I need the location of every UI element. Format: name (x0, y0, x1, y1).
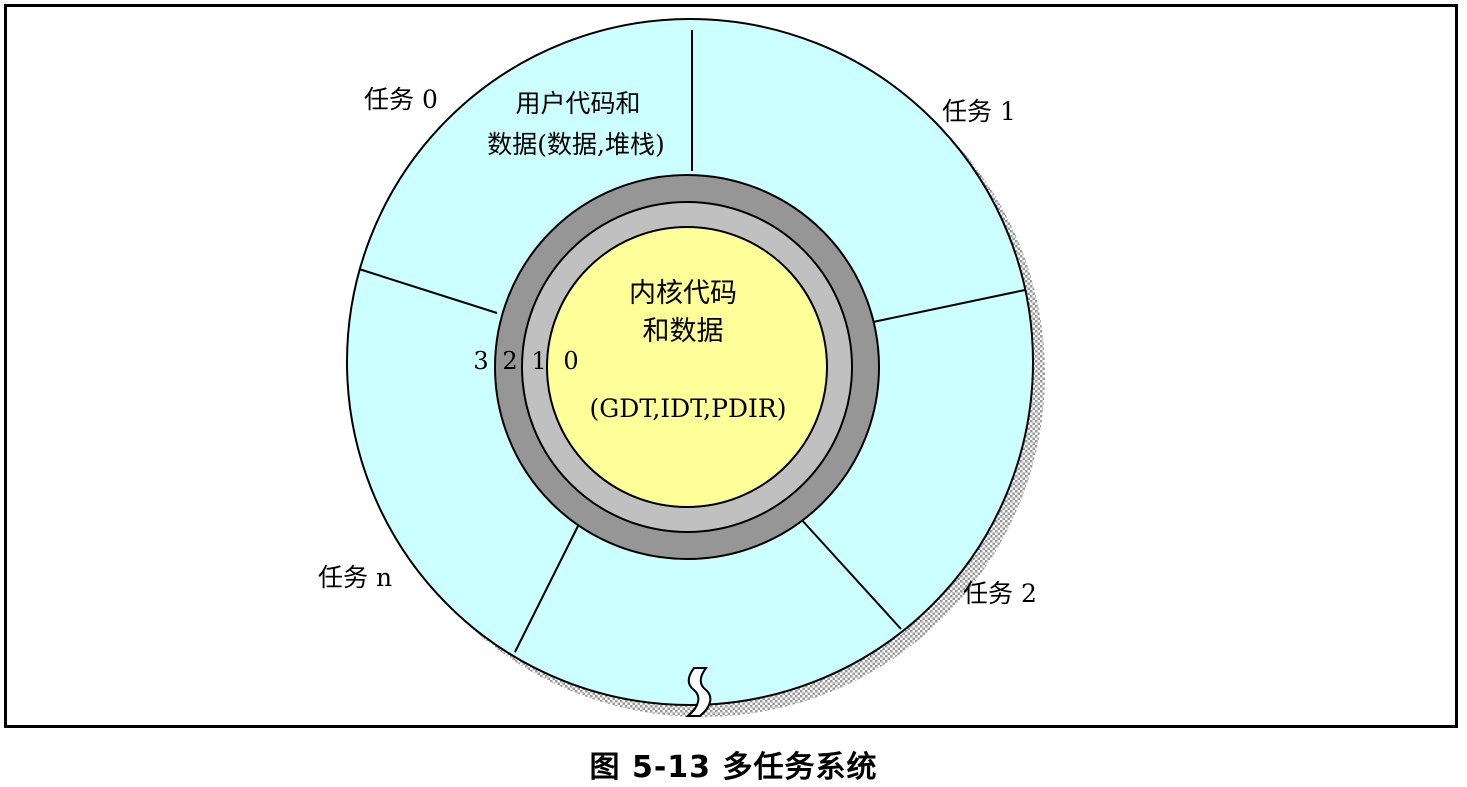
ring-number-1: 1 (531, 347, 546, 375)
divider-taskn-task0 (358, 268, 498, 314)
task-1-label: 任务 1 (942, 97, 1016, 126)
ring-number-3: 3 (473, 347, 488, 375)
kernel-core (546, 226, 828, 508)
divider-task2-gap (799, 517, 902, 630)
kernel-label-line1: 内核代码 (629, 278, 737, 309)
ring-number-0: 0 (563, 347, 578, 375)
figure-caption: 图 5-13 多任务系统 (589, 750, 878, 785)
kernel-label-line2: 和数据 (643, 316, 724, 347)
multitask-ring-diagram: 任务 0 任务 1 任务 2 任务 n 用户代码和 数据(数据,堆栈) 内核代码… (318, 18, 1045, 717)
divider-task1-task2 (872, 289, 1026, 323)
divider-gap-taskn (514, 525, 579, 653)
user-space-label-line2: 数据(数据,堆栈) (487, 130, 664, 159)
break-mark (685, 667, 712, 717)
user-space-label-line1: 用户代码和 (515, 89, 640, 118)
task-0-label: 任务 0 (364, 85, 438, 114)
task-n-label: 任务 n (318, 563, 392, 592)
task-2-label: 任务 2 (963, 579, 1037, 608)
ring-number-2: 2 (502, 347, 517, 375)
kernel-tables-label: (GDT,IDT,PDIR) (590, 394, 787, 423)
